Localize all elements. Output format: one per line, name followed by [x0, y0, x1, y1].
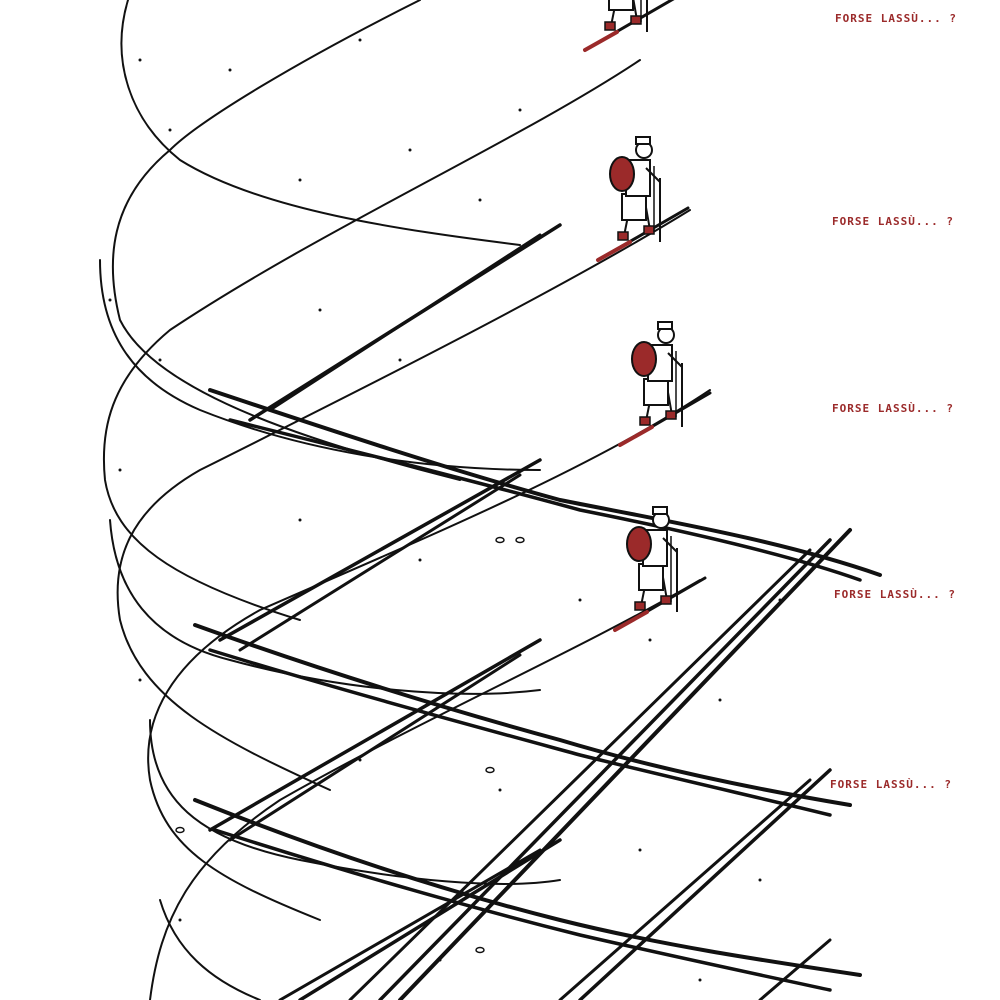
ski-tourer-figure-1 [583, 0, 677, 52]
ski-tourer-figure-2 [596, 135, 690, 262]
caption-2: FORSE LASSÙ... ? [832, 215, 954, 228]
snow-dots [108, 38, 782, 982]
ski-tourer-figure-3 [618, 320, 712, 447]
ski-track-lines [99, 0, 882, 1000]
caption-4: FORSE LASSÙ... ? [834, 588, 956, 601]
caption-1: FORSE LASSÙ... ? [835, 12, 957, 25]
caption-3: FORSE LASSÙ... ? [832, 402, 954, 415]
caption-5: FORSE LASSÙ... ? [830, 778, 952, 791]
